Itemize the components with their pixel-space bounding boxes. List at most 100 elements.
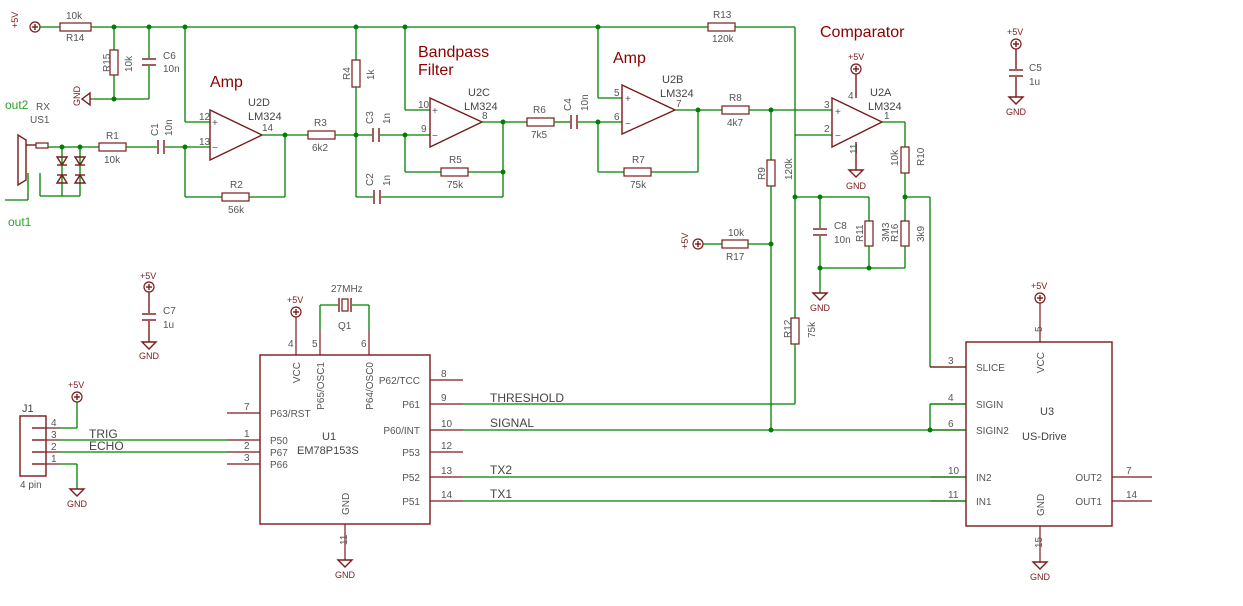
resistor-r7: R7 75k bbox=[623, 155, 652, 191]
u1-pin-number: 8 bbox=[441, 369, 447, 380]
svg-text:4 pin: 4 pin bbox=[20, 480, 42, 491]
svg-text:10n: 10n bbox=[580, 94, 591, 111]
svg-text:Q1: Q1 bbox=[338, 321, 352, 332]
u1-pin-label: P60/INT bbox=[383, 426, 420, 437]
u1-pin-number: 12 bbox=[441, 441, 453, 452]
svg-text:U2B: U2B bbox=[662, 74, 683, 86]
resistor-r11: R11 3M3 bbox=[855, 197, 892, 268]
svg-text:+5V: +5V bbox=[140, 271, 156, 281]
u1-pin-label: P63/RST bbox=[270, 409, 311, 420]
svg-text:11: 11 bbox=[849, 143, 860, 154]
svg-text:R9: R9 bbox=[757, 167, 768, 180]
svg-text:LM324: LM324 bbox=[660, 88, 694, 100]
section-title-bandpass-2: Filter bbox=[418, 62, 454, 79]
driver-u3: +5V GND U3 US-Drive bbox=[965, 281, 1113, 582]
u3-pin-number: 3 bbox=[948, 356, 954, 367]
svg-text:4k7: 4k7 bbox=[727, 118, 744, 129]
resistor-r6: R6 7k5 bbox=[526, 105, 555, 141]
svg-text:US-Drive: US-Drive bbox=[1022, 431, 1067, 443]
svg-text:R14: R14 bbox=[66, 33, 85, 44]
svg-text:10: 10 bbox=[418, 100, 430, 111]
comparator-u2a: +5V 4 +− 3 2 1 U2A LM324 11 GND bbox=[795, 52, 906, 191]
svg-text:GND: GND bbox=[810, 303, 831, 313]
svg-text:3M3: 3M3 bbox=[881, 222, 892, 242]
svg-text:−: − bbox=[212, 143, 218, 154]
svg-text:R3: R3 bbox=[314, 118, 327, 129]
svg-text:U1: U1 bbox=[322, 431, 336, 443]
u3-pin-number: 10 bbox=[948, 466, 960, 477]
u1-pin-number: 9 bbox=[441, 393, 447, 404]
svg-text:+5V: +5V bbox=[1007, 27, 1023, 37]
u1-pin-number: 13 bbox=[441, 466, 453, 477]
svg-text:R5: R5 bbox=[449, 155, 462, 166]
resistor-r16: R16 3k9 bbox=[890, 220, 927, 268]
port-out2: out2 bbox=[5, 98, 29, 112]
net-label-tx1: TX1 bbox=[490, 487, 512, 501]
svg-text:6: 6 bbox=[614, 112, 620, 123]
svg-text:10n: 10n bbox=[164, 119, 175, 136]
u3-pin-number: 6 bbox=[948, 419, 954, 430]
resistor-r14: 10k R14 bbox=[59, 11, 92, 44]
svg-text:−: − bbox=[625, 119, 631, 130]
svg-text:14: 14 bbox=[262, 123, 274, 134]
section-title-comparator: Comparator bbox=[820, 24, 905, 41]
net-label-threshold: THRESHOLD bbox=[490, 391, 564, 405]
u1-pin-number: 14 bbox=[441, 490, 453, 501]
capacitor-c8: C8 10n bbox=[813, 197, 851, 293]
svg-text:C4: C4 bbox=[563, 98, 574, 111]
resistor-r2: R2 56k bbox=[221, 180, 250, 216]
u1-pin-label: P65/OSC1 bbox=[316, 362, 327, 410]
u3-pin-number: 5 bbox=[1034, 326, 1045, 332]
u1-pin-label: P64/OSC0 bbox=[365, 362, 376, 410]
svg-text:GND: GND bbox=[335, 570, 356, 580]
u3-pin-label: SIGIN2 bbox=[976, 426, 1009, 437]
svg-text:R11: R11 bbox=[855, 224, 866, 242]
u1-pin-label: P51 bbox=[402, 497, 420, 508]
svg-text:+5V: +5V bbox=[287, 295, 303, 305]
svg-text:1u: 1u bbox=[163, 320, 174, 331]
svg-text:−: − bbox=[835, 131, 841, 142]
svg-text:C2: C2 bbox=[365, 173, 376, 186]
u1-pin-label: P61 bbox=[402, 400, 420, 411]
svg-text:56k: 56k bbox=[228, 205, 245, 216]
svg-text:GND: GND bbox=[72, 86, 82, 107]
u1-pin-label: P52 bbox=[402, 473, 420, 484]
u1-pin-label: GND bbox=[341, 493, 352, 515]
resistor-r1: R1 10k bbox=[98, 131, 127, 166]
svg-text:R8: R8 bbox=[729, 93, 742, 104]
u3-pin-label: VCC bbox=[1036, 352, 1047, 373]
svg-text:1u: 1u bbox=[1029, 77, 1040, 88]
svg-text:5: 5 bbox=[614, 88, 620, 99]
resistor-r12: R12 75k bbox=[783, 110, 818, 404]
u3-pin-number: 15 bbox=[1034, 536, 1045, 548]
svg-text:U2C: U2C bbox=[468, 87, 490, 99]
u1-pin-number: 11 bbox=[339, 534, 350, 545]
svg-text:GND: GND bbox=[139, 351, 160, 361]
svg-text:7k5: 7k5 bbox=[531, 130, 548, 141]
svg-text:+: + bbox=[625, 94, 631, 105]
svg-text:C1: C1 bbox=[150, 123, 161, 136]
svg-text:R12: R12 bbox=[783, 319, 794, 338]
svg-text:3: 3 bbox=[824, 100, 830, 111]
svg-text:9: 9 bbox=[421, 124, 427, 135]
svg-text:12: 12 bbox=[199, 112, 211, 123]
capacitor-c6: C6 10n bbox=[142, 27, 180, 99]
capacitor-c4: C4 10n bbox=[563, 94, 591, 129]
svg-text:J1: J1 bbox=[22, 403, 34, 415]
svg-text:10k: 10k bbox=[890, 149, 901, 166]
u1-bottom-pins: 11 GND bbox=[339, 493, 352, 545]
svg-text:27MHz: 27MHz bbox=[331, 284, 363, 295]
port-out1: out1 bbox=[8, 215, 32, 229]
svg-text:EM78P153S: EM78P153S bbox=[297, 445, 359, 457]
svg-text:4: 4 bbox=[848, 91, 854, 102]
svg-text:4: 4 bbox=[51, 418, 57, 429]
resistor-r13: R13 120k bbox=[707, 10, 736, 45]
svg-text:+: + bbox=[432, 106, 438, 117]
u1-pin-label: P67 bbox=[270, 448, 288, 459]
u3-pin-label: IN2 bbox=[976, 473, 992, 484]
svg-text:7: 7 bbox=[676, 99, 682, 110]
svg-text:1n: 1n bbox=[382, 113, 393, 124]
